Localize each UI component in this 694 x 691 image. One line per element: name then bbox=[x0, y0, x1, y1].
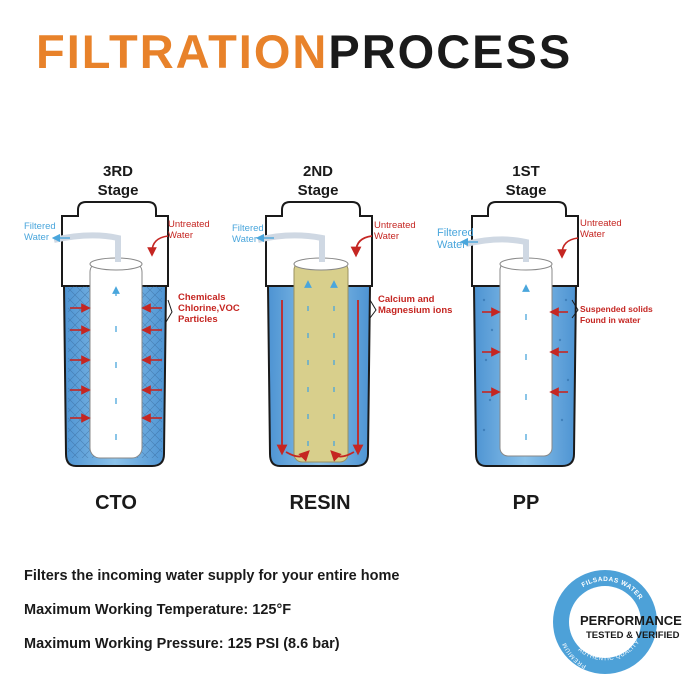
label-line: Untreated bbox=[374, 220, 416, 231]
filter-name-resin: RESIN bbox=[289, 492, 351, 514]
label-line: Magnesium ions bbox=[378, 305, 453, 316]
stage-number: 3RD bbox=[102, 163, 133, 180]
filter-name-pp: PP bbox=[512, 492, 540, 514]
stage-word: Stage bbox=[297, 182, 339, 199]
stage-heading-pp: 1ST Stage bbox=[476, 162, 576, 200]
page-title: FILTRATIONPROCESS bbox=[36, 28, 572, 75]
spec-line-temperature: Maximum Working Temperature: 125°F bbox=[24, 602, 292, 618]
performance-badge-icon: FILSADAS WATER AUTHENTIC QUALITY PREMIUM bbox=[553, 570, 657, 674]
label-line: Water bbox=[168, 230, 193, 241]
label-line: Calcium and bbox=[378, 294, 435, 305]
filtered-water-label-resin: Filtered Water bbox=[232, 223, 264, 245]
label-line: Water bbox=[232, 234, 257, 245]
filter-housing-resin bbox=[255, 201, 377, 467]
stage-word: Stage bbox=[505, 182, 547, 199]
stage-word: Stage bbox=[97, 182, 139, 199]
label-line: Filtered bbox=[437, 227, 474, 239]
untreated-water-label-cto: Untreated Water bbox=[168, 219, 210, 241]
filter-housing-cto bbox=[51, 201, 173, 467]
title-part-1: FILTRATION bbox=[36, 25, 329, 78]
badge-sub-text: TESTED & VERIFIED bbox=[586, 630, 680, 641]
label-line: Chlorine,VOC bbox=[178, 303, 240, 314]
stage-heading-resin: 2ND Stage bbox=[268, 162, 368, 200]
stage-number: 2ND bbox=[302, 163, 333, 180]
label-line: Water bbox=[580, 229, 605, 240]
annotation-resin: Calcium and Magnesium ions bbox=[378, 294, 452, 316]
untreated-water-label-resin: Untreated Water bbox=[374, 220, 416, 242]
badge-main-text: PERFORMANCE bbox=[580, 613, 682, 628]
filtered-water-label-pp: Filtered Water bbox=[437, 227, 474, 251]
label-line: Water bbox=[437, 239, 466, 251]
annotation-pp: Suspended solids Found in water bbox=[580, 304, 653, 326]
label-line: Chemicals bbox=[178, 292, 226, 303]
label-line: Found in water bbox=[580, 315, 641, 325]
spec-line-pressure: Maximum Working Pressure: 125 PSI (8.6 b… bbox=[24, 636, 340, 652]
label-line: Suspended solids bbox=[580, 304, 653, 314]
untreated-water-label-pp: Untreated Water bbox=[580, 218, 622, 240]
label-line: Untreated bbox=[168, 219, 210, 230]
title-part-2: PROCESS bbox=[328, 25, 573, 78]
stage-number: 1ST bbox=[512, 163, 540, 180]
label-line: Water bbox=[24, 232, 49, 243]
label-line: Filtered bbox=[232, 223, 264, 234]
annotation-cto: Chemicals Chlorine,VOC Particles bbox=[178, 292, 240, 325]
spec-line-usage: Filters the incoming water supply for yo… bbox=[24, 568, 400, 584]
filter-name-cto: CTO bbox=[95, 492, 137, 514]
label-line: Filtered bbox=[24, 221, 56, 232]
stage-heading-cto: 3RD Stage bbox=[68, 162, 168, 200]
label-line: Untreated bbox=[580, 218, 622, 229]
label-line: Particles bbox=[178, 314, 218, 325]
label-line: Water bbox=[374, 231, 399, 242]
filtered-water-label-cto: Filtered Water bbox=[24, 221, 56, 243]
filter-housing-pp bbox=[459, 201, 579, 467]
